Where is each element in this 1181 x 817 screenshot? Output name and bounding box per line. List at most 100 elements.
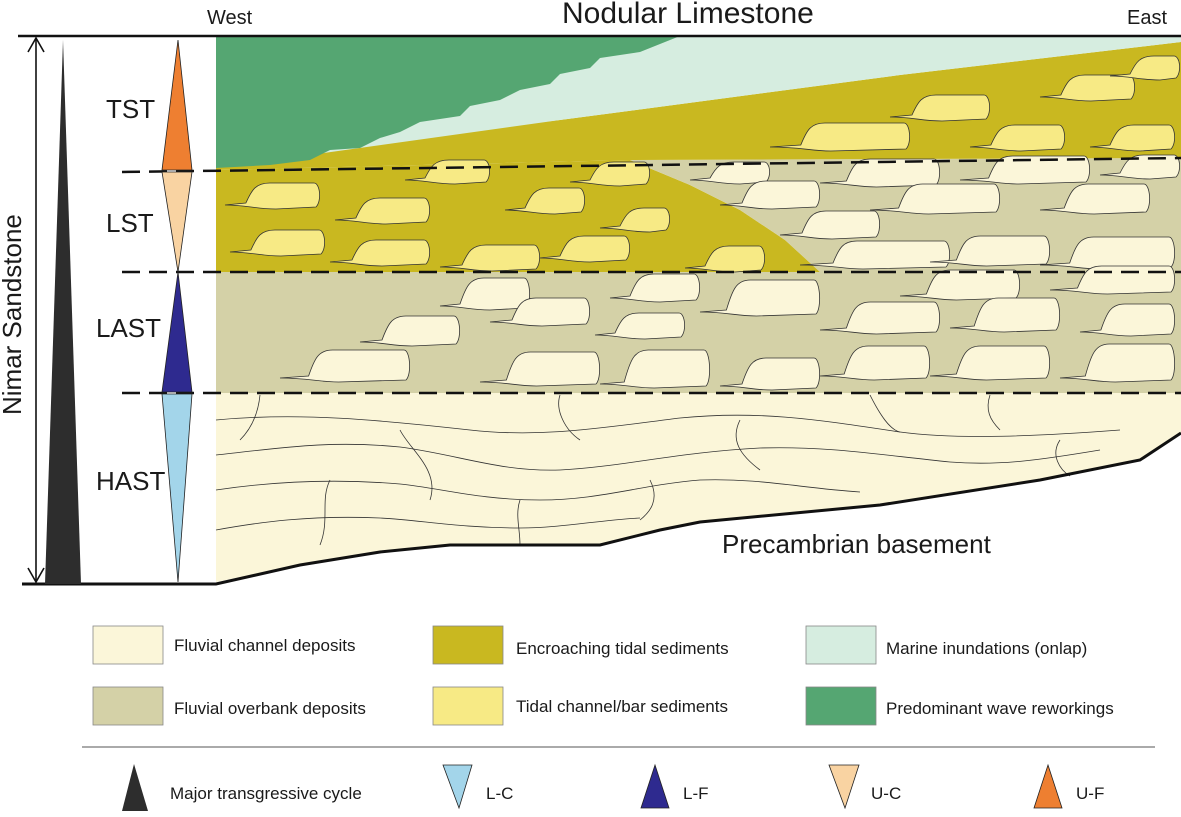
tract-label-last: LAST bbox=[96, 313, 161, 343]
fluvial-lens-last-6 bbox=[489, 297, 590, 327]
tract-label-tst: TST bbox=[106, 94, 155, 124]
tidal-bar-lst-8 bbox=[539, 235, 630, 263]
fluvial-lens-last-0 bbox=[439, 277, 530, 311]
sequence-boundaries bbox=[18, 34, 1181, 586]
fluvial-lens-last-7 bbox=[594, 312, 685, 340]
peach-downward-triangle-icon bbox=[828, 764, 860, 810]
legend-label-l-c: L-C bbox=[486, 784, 513, 803]
fluvial-lens-last-2 bbox=[699, 279, 820, 317]
fluvial-lens-lst-3 bbox=[959, 155, 1090, 185]
fluvial-lens-lst-7 bbox=[799, 240, 950, 270]
nimar-sandstone-label: Nimar Sandstone bbox=[0, 214, 27, 415]
fluvial-channel-zone bbox=[216, 393, 1181, 582]
legend-swatch-wave-reworking bbox=[805, 686, 877, 726]
tst-u-f-icon bbox=[161, 39, 193, 171]
legend-label-encroaching-tidal: Encroaching tidal sediments bbox=[516, 639, 729, 658]
fluvial-lens-last-4 bbox=[1049, 265, 1175, 295]
fluvial-lens-last-10 bbox=[1079, 303, 1175, 337]
legend-item-fluvial-overbank: Fluvial overbank deposits bbox=[92, 686, 366, 726]
tidal-bar-tst-5 bbox=[1109, 55, 1180, 81]
fluvial-lens-last-12 bbox=[479, 351, 600, 387]
fluvial-lens-last-9 bbox=[949, 297, 1060, 333]
fluvial-channel-boundaries bbox=[215, 394, 1121, 546]
fluvial-lens-lst-9 bbox=[1039, 236, 1175, 270]
tidal-bar-lst-6 bbox=[329, 239, 430, 267]
legend-item-encroaching-tidal: Encroaching tidal sediments bbox=[432, 625, 729, 665]
fluvial-lens-last-14 bbox=[719, 357, 820, 391]
tract-label-hast: HAST bbox=[96, 466, 165, 496]
lenticular-bodies bbox=[224, 55, 1180, 391]
orange-upward-triangle-icon bbox=[1033, 763, 1063, 809]
major-transgressive-cycle-icon bbox=[45, 40, 81, 584]
legend-item-tidal-channel-bar: Tidal channel/bar sediments bbox=[432, 686, 728, 726]
tidal-bar-tst-0 bbox=[769, 122, 910, 152]
basement-label: Precambrian basement bbox=[722, 529, 992, 559]
legend-label-l-f: L-F bbox=[683, 784, 709, 803]
legend-label-fluvial-overbank: Fluvial overbank deposits bbox=[174, 699, 366, 718]
legend-swatch-fluvial-overbank bbox=[92, 686, 164, 726]
encroaching-tidal-zone-tst bbox=[216, 42, 1181, 170]
fluvial-lens-last-17 bbox=[1059, 343, 1175, 383]
west-label: West bbox=[207, 7, 253, 29]
fluvial-lens-last-5 bbox=[359, 315, 460, 347]
legend-label-major-cycle: Major transgressive cycle bbox=[170, 784, 362, 803]
legend-label-tidal-channel-bar: Tidal channel/bar sediments bbox=[516, 697, 728, 716]
legend-symbol-l-c: L-C bbox=[442, 764, 513, 810]
basement-contact bbox=[22, 431, 1181, 586]
fluvial-lens-lst-8 bbox=[929, 235, 1050, 267]
legend-symbol-u-f: U-F bbox=[1033, 763, 1104, 809]
east-label: East bbox=[1127, 7, 1167, 29]
black-upward-triangle-icon bbox=[122, 764, 148, 811]
tidal-bar-lst-4 bbox=[569, 161, 650, 187]
nimar-sandstone-scale: Nimar Sandstone bbox=[0, 36, 45, 584]
legend-label-marine-inundation: Marine inundations (onlap) bbox=[886, 639, 1087, 658]
fluvial-lens-lst-0 bbox=[689, 161, 770, 185]
diagram-title: Nodular Limestone bbox=[562, 0, 814, 30]
legend-symbol-l-f: L-F bbox=[640, 763, 709, 809]
last-l-f-icon bbox=[161, 271, 193, 393]
light-blue-downward-triangle-icon bbox=[442, 764, 473, 810]
fluvial-lens-lst-2 bbox=[819, 158, 940, 188]
fluvial-lens-last-1 bbox=[609, 273, 700, 303]
tidal-bar-tst-4 bbox=[1039, 74, 1135, 102]
tidal-bar-lst-0 bbox=[224, 182, 320, 210]
tidal-bar-tst-3 bbox=[1089, 124, 1175, 152]
fluvial-lens-lst-10 bbox=[1099, 154, 1180, 180]
tidal-bar-tst-2 bbox=[969, 124, 1065, 152]
tidal-bar-lst-10 bbox=[684, 245, 765, 273]
legend-label-u-c: U-C bbox=[871, 784, 901, 803]
fluvial-lens-last-8 bbox=[819, 301, 940, 335]
legend: Fluvial channel deposits Encroaching tid… bbox=[82, 625, 1155, 811]
fluvial-lens-last-13 bbox=[599, 349, 710, 389]
fluvial-overbank-zone bbox=[216, 272, 1181, 393]
fluvial-lens-lst-1 bbox=[719, 180, 820, 210]
legend-item-fluvial-channel: Fluvial channel deposits bbox=[92, 625, 355, 665]
tidal-bar-lst-1 bbox=[334, 197, 430, 225]
legend-swatch-encroaching-tidal bbox=[432, 625, 504, 665]
tidal-bar-lst-5 bbox=[229, 229, 325, 257]
legend-label-fluvial-channel: Fluvial channel deposits bbox=[174, 636, 355, 655]
legend-symbol-u-c: U-C bbox=[828, 764, 901, 810]
legend-label-wave-reworking: Predominant wave reworkings bbox=[886, 699, 1114, 718]
legend-item-marine-inundation: Marine inundations (onlap) bbox=[805, 625, 1087, 665]
tidal-bar-lst-9 bbox=[599, 207, 670, 233]
fluvial-lens-last-11 bbox=[279, 349, 410, 383]
tidal-bar-lst-7 bbox=[439, 244, 540, 272]
systems-tract-triangles bbox=[161, 39, 193, 583]
legend-label-u-f: U-F bbox=[1076, 784, 1104, 803]
wave-reworking-zone bbox=[216, 36, 680, 168]
fluvial-lens-lst-6 bbox=[1039, 183, 1150, 215]
tidal-bar-lst-3 bbox=[504, 187, 585, 215]
tidal-bar-tst-1 bbox=[889, 94, 990, 122]
legend-swatch-marine-inundation bbox=[805, 625, 877, 665]
fluvial-lens-last-15 bbox=[819, 345, 930, 381]
fluvial-lens-last-3 bbox=[899, 269, 1020, 301]
legend-swatch-fluvial-channel bbox=[92, 625, 164, 665]
fluvial-lens-lst-4 bbox=[779, 210, 880, 240]
fluvial-lens-last-16 bbox=[929, 345, 1050, 381]
hast-l-c-icon bbox=[161, 393, 193, 583]
dark-blue-upward-triangle-icon bbox=[640, 763, 670, 809]
legend-swatch-tidal-channel-bar bbox=[432, 686, 504, 726]
tract-label-lst: LST bbox=[106, 208, 154, 238]
